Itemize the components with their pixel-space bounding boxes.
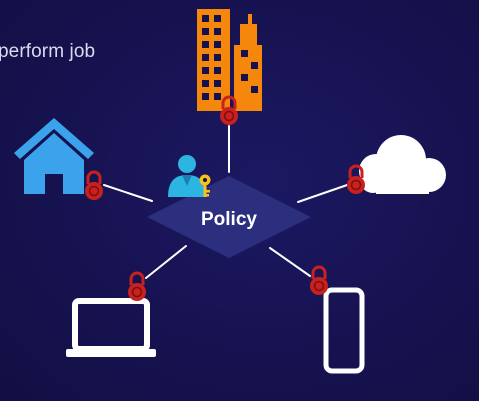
connector-phone (269, 247, 311, 277)
policy-label: Policy (201, 209, 257, 230)
connector-lines (103, 125, 351, 279)
connector-laptop (145, 245, 187, 279)
padlock-icon (128, 271, 146, 301)
connector-cloud (297, 183, 351, 203)
padlock-icon (347, 164, 365, 194)
user-with-key-icon (168, 155, 211, 197)
house-icon (14, 118, 94, 194)
caption-text: perform job (0, 41, 96, 62)
laptop-icon (66, 298, 156, 357)
cloud-icon (359, 135, 446, 194)
smartphone-icon (323, 287, 365, 374)
connector-home (103, 184, 153, 202)
padlock-icon (220, 95, 238, 125)
padlock-icon (310, 265, 328, 295)
office-building-icon (197, 9, 262, 111)
key-icon (199, 174, 211, 197)
padlock-icon (85, 170, 103, 200)
